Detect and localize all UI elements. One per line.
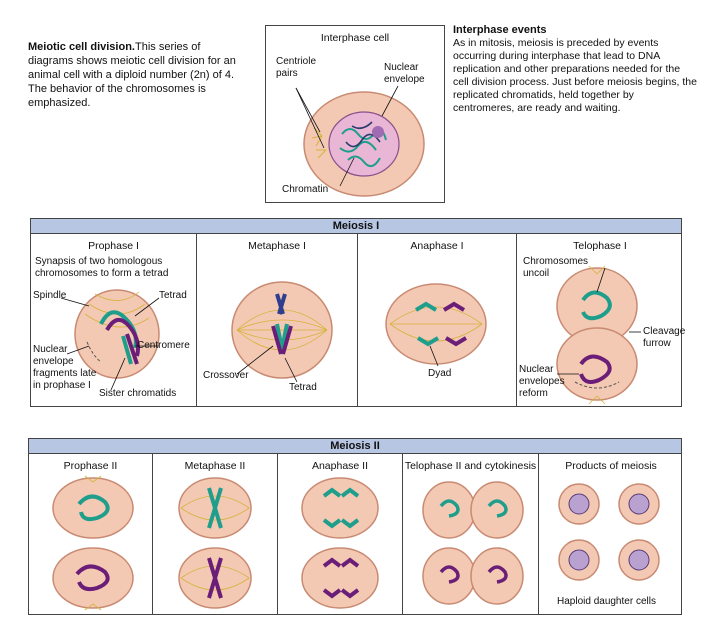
events-text: As in mitosis, meiosis is preceded by ev… [453,37,697,114]
stage-prophase-ii: Prophase II [29,454,153,614]
label-nuclear-envelopes-reform: Nuclear envelopes reform [519,364,565,399]
metaphase-i-illustration [231,281,333,383]
caption-prophase-i: Prophase I [88,240,139,252]
caption-products: Products of meiosis [565,460,657,472]
metaphase-ii-illustration [178,477,252,609]
caption-anaphase-i: Anaphase I [410,240,464,252]
interphase-nucleus [328,111,400,177]
intro-body: This series of diagrams shows meiotic ce… [28,41,236,109]
label-chromosomes-uncoil: Chromosomes uncoil [523,256,589,279]
label-spindle: Spindle [33,290,67,301]
caption-anaphase-ii: Anaphase II [311,460,369,472]
stage-telophase-ii: Telophase II and cytokinesis [403,454,539,614]
telophase-ii-illustration [422,481,524,605]
intro-title: Meiotic cell division. [28,41,135,53]
intro-text: Meiotic cell division.This series of dia… [28,40,238,110]
caption-metaphase-ii: Metaphase II [184,460,246,472]
meiosis-i-header: Meiosis I [30,218,682,234]
prophase-ii-illustration [52,475,134,611]
caption-prophase-ii: Prophase II [63,460,118,472]
label-centromere: Centromere [137,340,190,351]
stage-anaphase-i: Anaphase I Dyad [358,234,517,406]
meiosis-i-row: Prophase I Synapsis of two homologous ch… [30,233,686,407]
stage-telophase-i: Telophase I Chromosomes uncoil Cleavage … [517,234,686,406]
label-nuclear-envelope: Nuclear envelope [384,62,425,85]
label-tetrad-prophase: Tetrad [159,290,187,301]
telophase-i-illustration [556,265,641,405]
label-haploid: Haploid daughter cells [557,596,656,607]
caption-telophase-ii: Telophase II and cytokinesis [404,460,537,472]
interphase-caption: Interphase cell [320,32,390,44]
label-sister-chromatids: Sister chromatids [99,388,177,399]
caption-metaphase-i: Metaphase I [248,240,306,252]
label-tetrad-metaphase: Tetrad [289,382,317,393]
interphase-events: Interphase events As in mitosis, meiosis… [453,24,698,115]
nucleolus [372,126,384,138]
label-centriole-pairs: Centriole pairs [276,56,317,79]
events-heading: Interphase events [453,24,547,36]
label-chromatin: Chromatin [282,184,329,195]
label-cleavage-furrow: Cleavage furrow [643,326,686,349]
stage-anaphase-ii: Anaphase II [278,454,403,614]
meiosis-ii-header: Meiosis II [28,438,682,454]
caption-telophase-i: Telophase I [573,240,627,252]
label-crossover: Crossover [203,370,249,381]
anaphase-ii-illustration [301,477,379,609]
meiosis-ii-row: Prophase II Metaphase II Anaphase II [28,453,682,615]
stage-metaphase-i: Metaphase I Crossover Tetrad [197,234,358,406]
label-synapsis: Synapsis of two homologous chromosomes t… [35,256,169,279]
anaphase-i-illustration [385,283,487,367]
stage-metaphase-ii: Metaphase II [153,454,278,614]
interphase-panel: Interphase cell Centriole pairs Nuclear … [265,25,445,203]
products-illustration [558,483,660,581]
stage-products: Products of meiosis Haploid daughter cel… [539,454,683,614]
label-dyad: Dyad [428,368,452,379]
label-nuclear-fragments: Nuclear envelope fragments late in proph… [33,344,97,391]
prophase-i-illustration [60,289,160,391]
interphase-cell-illustration [295,85,425,197]
stage-prophase-i: Prophase I Synapsis of two homologous ch… [31,234,197,406]
